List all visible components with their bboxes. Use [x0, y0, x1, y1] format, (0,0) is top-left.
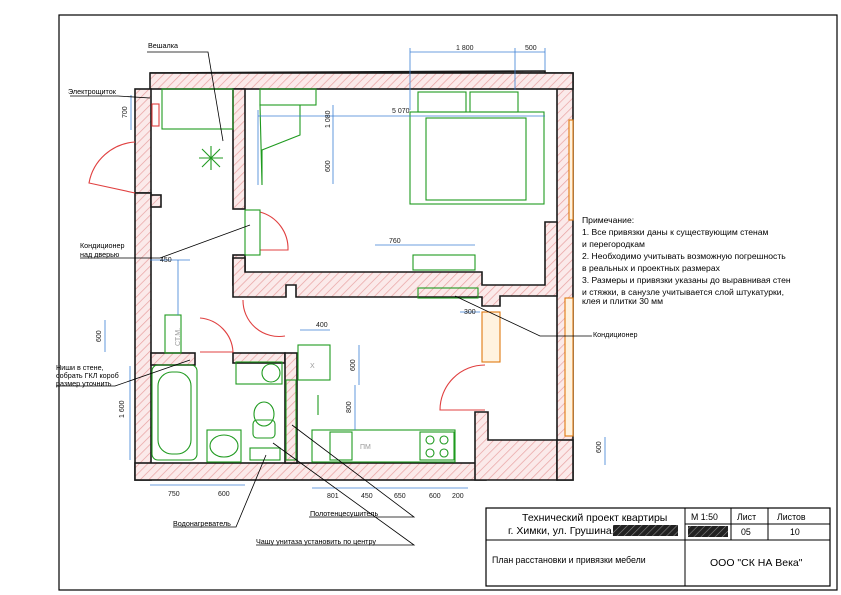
blanket	[425, 117, 527, 201]
entrance-door	[88, 141, 136, 194]
hanger-icon	[199, 146, 223, 170]
dim-600-wm: 600	[350, 359, 357, 371]
company-name: ООО "СК НА Века"	[710, 557, 803, 569]
dim-600-bed: 600	[325, 160, 332, 172]
note-line: в реальных и проектных размерах	[582, 263, 721, 273]
toilet-bowl	[253, 401, 275, 427]
bathroom-door	[199, 317, 234, 353]
fridge	[297, 344, 331, 381]
redacted-code	[688, 526, 728, 537]
nightstand-right	[469, 91, 519, 113]
dim-bottom-450: 450	[361, 493, 373, 500]
doors	[88, 141, 486, 411]
living-door	[439, 364, 486, 411]
wall-shelf	[259, 88, 317, 106]
window-bedroom	[568, 119, 574, 221]
water-heater	[249, 447, 281, 461]
dim-1080: 1 080	[325, 110, 332, 128]
note-line: клея и плитки 30 мм	[582, 296, 663, 306]
dim-bottom-750: 750	[168, 491, 180, 498]
cabinet-ctm	[164, 314, 182, 354]
dim-bottom-600a: 600	[218, 491, 230, 498]
kitchen-counter	[311, 429, 456, 463]
hall-wardrobe	[161, 88, 234, 130]
dim-bottom-801: 801	[327, 493, 339, 500]
dim-700: 700	[122, 106, 129, 118]
dim-bottom-600b: 600	[429, 493, 441, 500]
dim-300: 300	[464, 309, 476, 316]
dishwasher-label: ПМ	[360, 444, 371, 451]
dim-400: 400	[316, 322, 328, 329]
windows	[481, 119, 574, 437]
note-line: 2. Необходимо учитывать возможную погреш…	[582, 251, 786, 261]
tv-stand	[412, 254, 476, 271]
towel-dryer	[285, 379, 297, 461]
note-line: и перегородкам	[582, 239, 645, 249]
corner-wardrobe	[259, 104, 301, 186]
dim-500: 500	[525, 45, 537, 52]
dim-450-ac: 450	[160, 257, 172, 264]
notes-block: Примечание: 1. Все привязки даны к сущес…	[582, 215, 791, 306]
title-block: Технический проект квартиры г. Химки, ул…	[485, 507, 831, 587]
washer-mark: X	[310, 363, 315, 370]
dim-bottom-650: 650	[394, 493, 406, 500]
redacted-address	[613, 525, 678, 536]
dim-1800: 1 800	[456, 45, 474, 52]
hanger-label: Вешалка	[148, 41, 178, 50]
dim-5070: 5 070	[392, 108, 410, 115]
nightstand-left	[417, 91, 467, 113]
toilet-note-label: Чашу унитаза установить по центру	[256, 537, 376, 546]
towel-dryer-label: Полотенцесушитель	[310, 509, 378, 518]
sink	[206, 429, 242, 463]
note-line: Примечание:	[582, 215, 634, 225]
sheets-count: 10	[790, 527, 800, 537]
kitchen-door	[242, 299, 286, 338]
bedroom-door	[259, 211, 289, 251]
window-loggia	[481, 311, 501, 363]
niche-label-1: Ниши в стене,	[56, 363, 104, 372]
leader-lines	[56, 51, 592, 546]
water-heater-label: Водонагреватель	[173, 519, 231, 528]
drawing-title: План расстановки и привязки мебели	[492, 555, 646, 565]
stove	[419, 431, 455, 461]
dim-1600: 1 600	[119, 400, 126, 418]
toilet-tank	[252, 419, 276, 439]
electric-panel-label: Электрощиток	[68, 87, 117, 96]
niche-label-3: размер уточнить	[56, 379, 112, 388]
cabinet-label: СТ.М.	[175, 328, 182, 346]
bathtub-inner	[157, 371, 192, 455]
project-title: Технический проект квартиры	[522, 512, 667, 524]
dim-600-right: 600	[596, 441, 603, 453]
bed	[409, 111, 545, 205]
dim-bottom-200: 200	[452, 493, 464, 500]
ac-over-door-label-2: над дверью	[80, 250, 120, 259]
dim-760: 760	[389, 238, 401, 245]
note-line: 1. Все привязки даны к существующим стен…	[582, 227, 769, 237]
ac-unit	[417, 287, 479, 299]
electric-panel-box	[151, 103, 160, 127]
hall-cabinet	[244, 209, 261, 256]
kitchen-sink	[329, 431, 353, 461]
niche-label-2: собрать ГКЛ короб	[56, 371, 119, 380]
note-line: и стяжки, в санузле учитывается слой шту…	[582, 287, 784, 297]
washing-machine	[235, 361, 283, 385]
sheets-label: Листов	[777, 512, 806, 522]
sheet-number: 05	[741, 527, 751, 537]
dim-800: 800	[346, 401, 353, 413]
ac-label: Кондиционер	[593, 330, 637, 339]
project-address: г. Химки, ул. Грушина,	[508, 525, 615, 537]
dim-600-left: 600	[96, 330, 103, 342]
dimension-lines: 1 800 500 5 070 1 080 600 760 450 300 70…	[96, 45, 606, 500]
walls	[134, 70, 574, 481]
sheet-label: Лист	[737, 512, 756, 522]
ac-over-door-label-1: Кондиционер	[80, 241, 124, 250]
furniture	[151, 88, 545, 463]
sheet-frame	[58, 14, 838, 591]
note-line: 3. Размеры и привязки указаны до выравни…	[582, 275, 791, 285]
window-living	[564, 297, 574, 437]
scale-label: М 1:50	[691, 512, 718, 522]
